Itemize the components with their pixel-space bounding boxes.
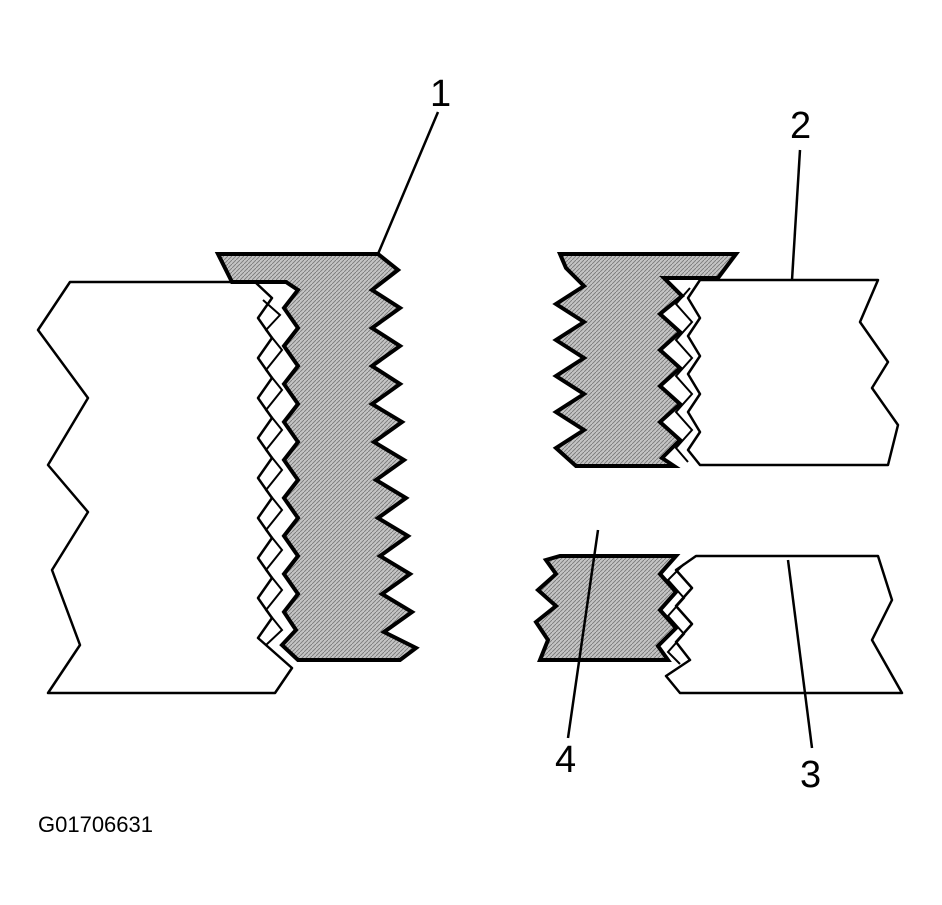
callout-1: 1 [430, 73, 451, 115]
right-upper-internal-thread-line [674, 287, 694, 463]
thread-insert-upper [552, 252, 740, 468]
thread-insert-installed [214, 252, 420, 662]
leader-line-4 [566, 529, 600, 739]
left-workpiece-block [36, 280, 294, 695]
thread-insert-lower [533, 554, 681, 662]
right-lower-block [664, 554, 904, 695]
callout-3: 3 [800, 754, 821, 796]
left-internal-thread-line [262, 299, 284, 646]
leader-line-3 [786, 559, 814, 749]
leader-line-1 [376, 111, 440, 255]
leader-line-2 [790, 149, 802, 281]
callout-4: 4 [555, 739, 576, 781]
figure-id: G01706631 [38, 812, 153, 837]
right-upper-block [686, 278, 900, 467]
callout-2: 2 [790, 105, 811, 147]
